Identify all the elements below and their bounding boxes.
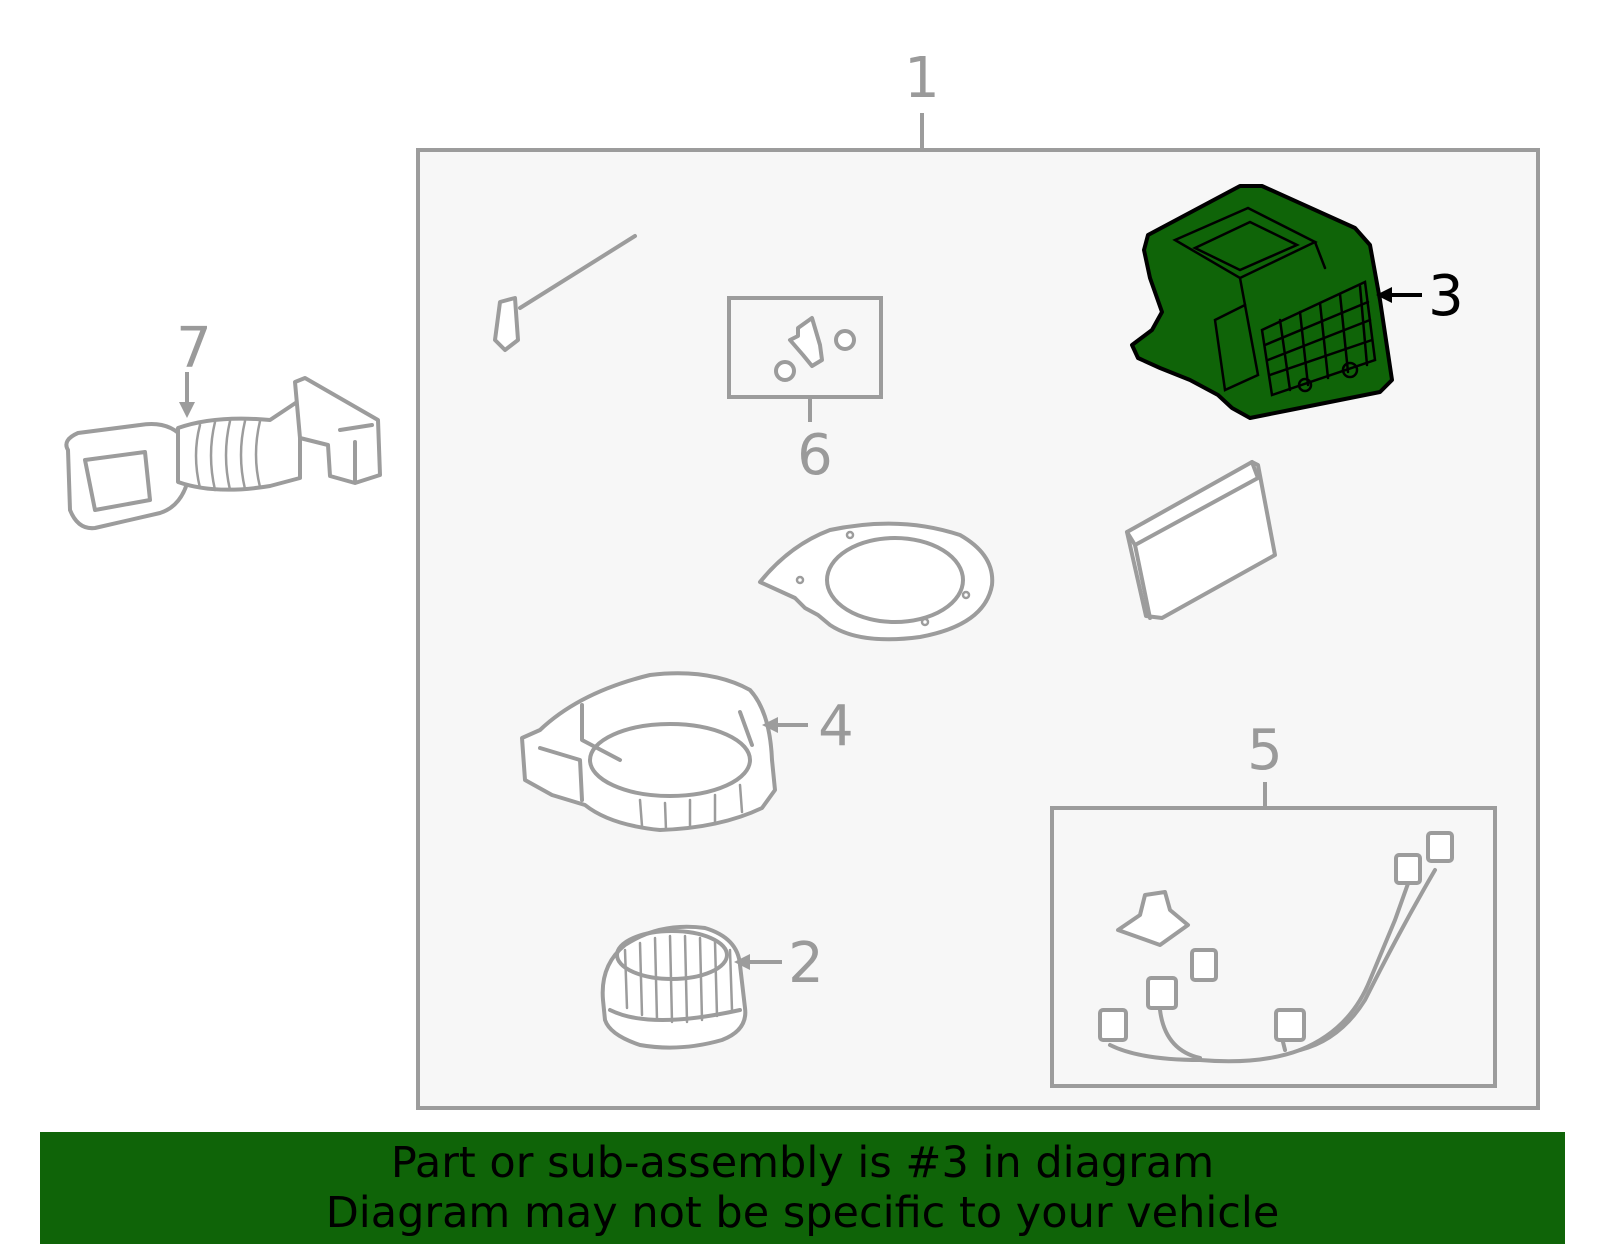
callout-arrowhead-7 (179, 402, 195, 418)
banner-line-part-number: Part or sub-assembly is #3 in diagram (390, 1138, 1215, 1188)
blower-mounting-plate[interactable] (758, 521, 995, 642)
callout-arrowhead-4 (762, 717, 778, 733)
part-6-hardware-kit[interactable] (774, 316, 856, 382)
part-5-wiring-harness[interactable] (1098, 831, 1454, 1064)
callout-arrowhead-3 (1376, 287, 1392, 303)
part-3-blower-case-highlighted[interactable] (1130, 184, 1394, 420)
callout-5[interactable]: 5 (1247, 718, 1283, 783)
part-2-blower-motor[interactable] (600, 924, 748, 1050)
callout-1[interactable]: 1 (904, 46, 940, 111)
part-5-box (1050, 806, 1497, 1088)
actuator-rod[interactable] (493, 234, 637, 352)
part-6-box (727, 296, 883, 399)
part-7-intake-duct[interactable] (64, 376, 382, 531)
banner-line-disclaimer: Diagram may not be specific to your vehi… (325, 1188, 1280, 1238)
callout-3[interactable]: 3 (1428, 264, 1464, 329)
callout-4[interactable]: 4 (818, 694, 854, 759)
callout-6[interactable]: 6 (797, 423, 833, 488)
callout-2[interactable]: 2 (788, 931, 824, 996)
callout-arrowhead-2 (734, 954, 750, 970)
callout-7[interactable]: 7 (176, 316, 212, 381)
cabin-air-filter[interactable] (1125, 460, 1277, 620)
part-info-banner: Part or sub-assembly is #3 in diagram Di… (40, 1132, 1565, 1244)
